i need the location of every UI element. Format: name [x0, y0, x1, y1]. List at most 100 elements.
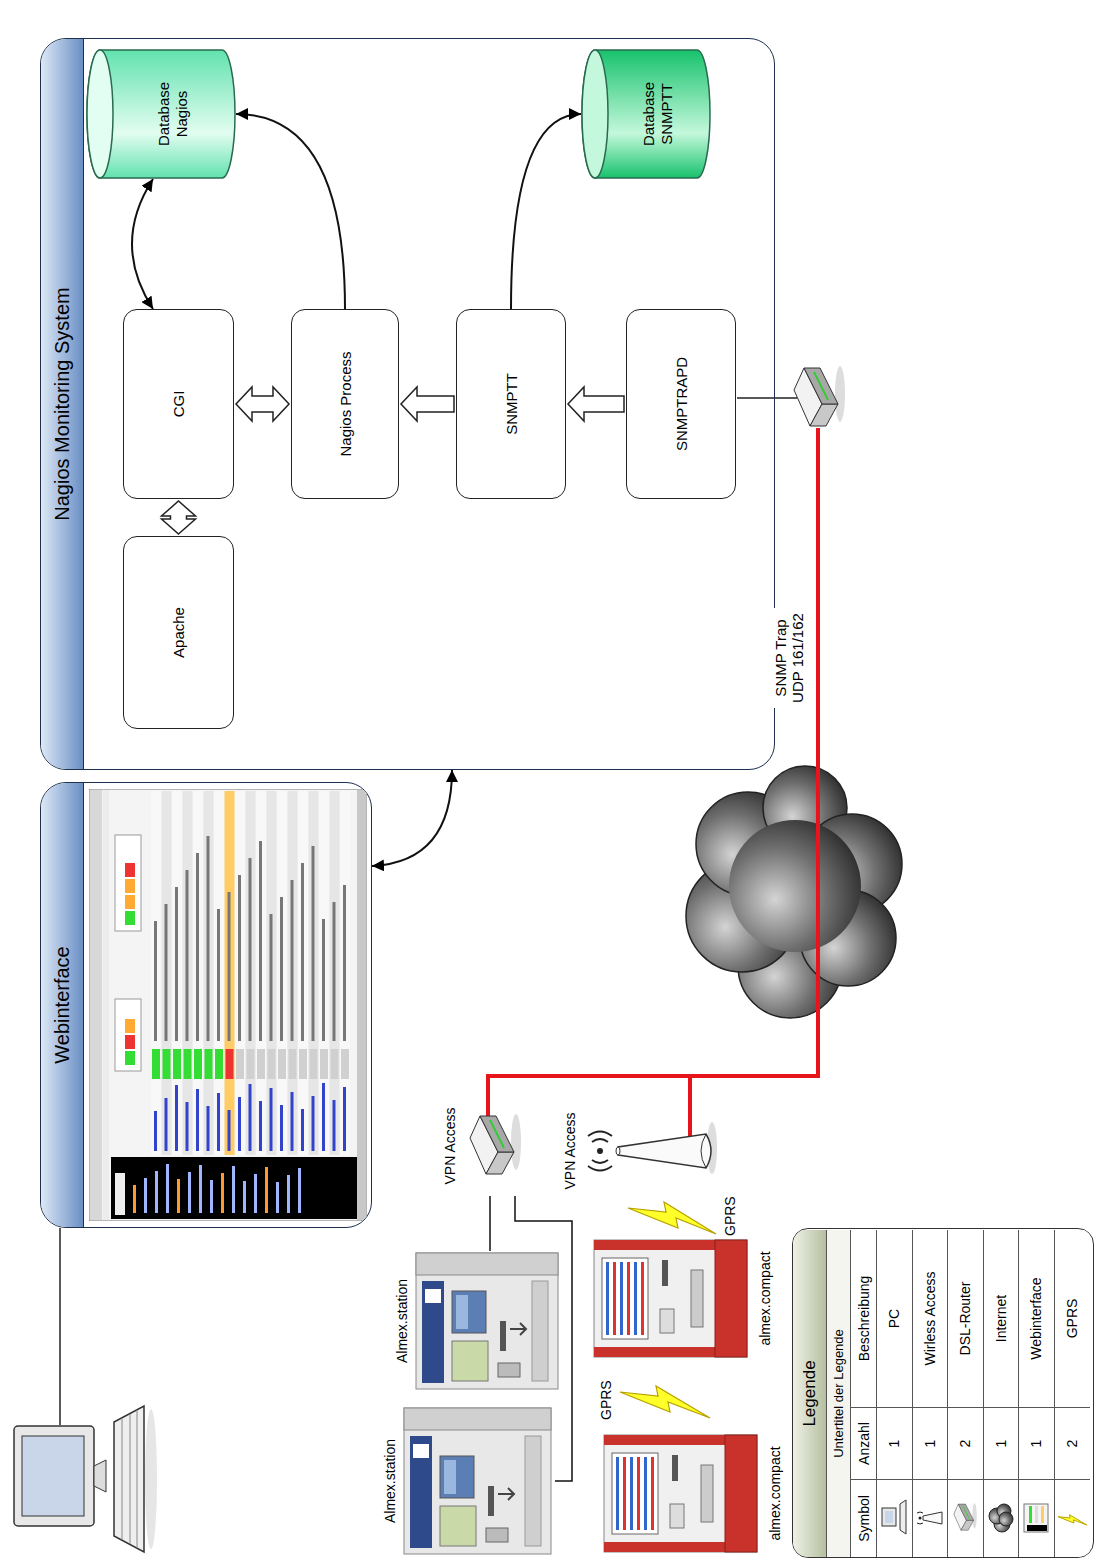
legend-cell — [877, 1479, 913, 1557]
ticket-machine-drawing — [590, 1236, 751, 1361]
legend-cell: Beschreibung — [851, 1230, 877, 1407]
legend-text: 2 — [1064, 1440, 1080, 1448]
legend-cell: Internet — [984, 1230, 1020, 1407]
legend-text: Internet — [993, 1295, 1009, 1342]
node-label: Almex.station — [380, 1406, 400, 1556]
legend-cell — [1019, 1479, 1055, 1557]
curved-connector — [132, 179, 153, 309]
legend-text: DSL-Router — [957, 1282, 973, 1356]
legend-text: 2 — [957, 1440, 973, 1448]
panel: Webinterface — [40, 782, 372, 1228]
node-label: Nagios Process — [337, 345, 354, 462]
legend-cell: PC — [877, 1230, 913, 1407]
legend-cell: Wirless Access — [913, 1230, 949, 1407]
legend-text: Untertitel der Legende — [831, 1329, 846, 1458]
legend-text: Beschreibung — [856, 1276, 872, 1362]
node-label: CGI — [170, 385, 187, 424]
legend-cell: 1 — [984, 1407, 1020, 1479]
ticket-machine: Almex.station — [392, 1251, 562, 1391]
legend-symbol — [879, 1499, 909, 1539]
node-label: SNMPTRAPD — [673, 351, 690, 457]
legend-symbol — [915, 1499, 945, 1539]
legend-text: GPRS — [1064, 1299, 1080, 1339]
panel-title: Nagios Monitoring System — [41, 39, 83, 769]
legend-cell: Webinterface — [1019, 1230, 1055, 1407]
block-arrow — [236, 387, 289, 421]
legend-symbol — [950, 1499, 980, 1539]
legend-cell: Anzahl — [851, 1407, 877, 1479]
node-label: Database Nagios — [155, 72, 191, 156]
legend-box: Legende Untertitel der LegendeSymbol Anzah… — [792, 1228, 1094, 1558]
node-label: SNMPTT — [503, 367, 520, 441]
red-network-line — [488, 428, 818, 1136]
curved-connector — [236, 114, 345, 309]
database-cylinder: Database Nagios — [86, 49, 236, 179]
legend-text: 1 — [886, 1440, 902, 1448]
legend-cell: Legende — [793, 1230, 827, 1557]
legend-text: Wirless Access — [922, 1271, 938, 1365]
legend-cell: GPRS — [1055, 1230, 1091, 1407]
label-holder: GPRS — [722, 1196, 739, 1236]
wireless-tower: VPN Access — [560, 1096, 720, 1206]
legend-text: PC — [886, 1309, 902, 1328]
block-arrow — [162, 501, 196, 534]
router-icon — [466, 1114, 526, 1178]
pc-icon — [14, 1406, 157, 1552]
ticket-machine: almex.compact — [600, 1431, 785, 1556]
router-wire — [737, 397, 797, 399]
legend-symbol — [1057, 1499, 1087, 1539]
process-box: Nagios Process — [291, 309, 399, 499]
database-cylinder: Database SNMPTT — [581, 49, 711, 179]
label-holder: GPRS — [598, 1380, 615, 1420]
curved-connector — [511, 114, 581, 309]
internet-cloud — [686, 766, 902, 1018]
panel: Nagios Monitoring SystemApache CGI Nagios … — [40, 38, 775, 770]
legend-text: 1 — [1028, 1440, 1044, 1448]
pc-wire — [59, 1228, 61, 1425]
legend-cell — [984, 1479, 1020, 1557]
legend-cell: Untertitel der Legende — [827, 1230, 851, 1557]
signal-label: GPRS — [598, 1380, 615, 1420]
block-arrow — [401, 387, 454, 421]
legend-cell: 2 — [948, 1407, 984, 1479]
node-label: almex.compact — [755, 1236, 775, 1361]
node-label: VPN Access — [560, 1096, 580, 1206]
legend-text: Legende — [800, 1360, 820, 1426]
ticket-machine-drawing — [414, 1251, 562, 1391]
legend-cell: Symbol — [851, 1479, 877, 1557]
signal-label: GPRS — [722, 1196, 739, 1236]
ticket-machine-drawing — [402, 1406, 555, 1556]
legend-symbol — [1021, 1499, 1051, 1539]
legend-cell: DSL-Router — [948, 1230, 984, 1407]
node-label: Apache — [170, 601, 187, 664]
legend-text: Anzahl — [856, 1422, 872, 1465]
legend-text: Symbol — [856, 1495, 872, 1542]
node-label: VPN Access — [440, 1096, 460, 1196]
legend-cell — [1055, 1479, 1091, 1557]
legend-cell — [913, 1479, 949, 1557]
webinterface-screenshot — [89, 789, 367, 1221]
ticket-machine-drawing — [600, 1431, 761, 1556]
legend-cell: 1 — [913, 1407, 949, 1479]
line-label: SNMP Trap UDP 161/162 — [772, 608, 806, 708]
node-label: Almex.station — [392, 1251, 412, 1391]
legend-cell: 2 — [1055, 1407, 1091, 1479]
legend-text: 1 — [993, 1440, 1009, 1448]
node-label: almex.compact — [765, 1431, 785, 1556]
dsl-router-icon — [794, 366, 845, 426]
legend-text: 1 — [922, 1440, 938, 1448]
ticket-machine: almex.compact — [590, 1236, 775, 1361]
ticket-machine: Almex.station — [380, 1406, 555, 1556]
gprs-bolt — [620, 1386, 710, 1418]
node-label: Database SNMPTT — [640, 72, 676, 156]
process-box: SNMPTRAPD — [626, 309, 736, 499]
legend-text: Webinterface — [1028, 1277, 1044, 1359]
legend-cell: 1 — [1019, 1407, 1055, 1479]
legend-cell — [948, 1479, 984, 1557]
process-box: SNMPTT — [456, 309, 566, 499]
tower-icon — [584, 1096, 720, 1206]
vpn-router: VPN Access — [440, 1096, 535, 1196]
legend-symbol — [986, 1499, 1016, 1539]
process-box: CGI — [123, 309, 234, 499]
